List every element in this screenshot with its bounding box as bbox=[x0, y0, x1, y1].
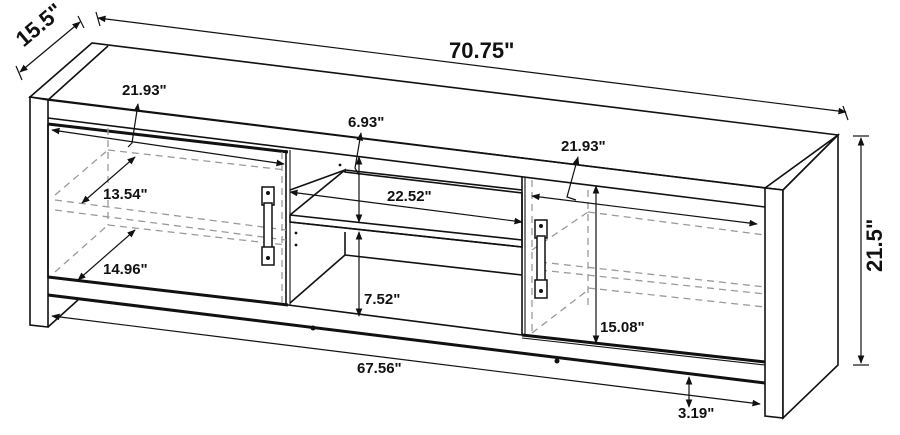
right-door-handle-icon bbox=[534, 219, 548, 299]
overall-height-label: 21.5" bbox=[862, 218, 887, 272]
center-upper-height-label: 6.93" bbox=[348, 114, 385, 131]
left-door bbox=[47, 124, 291, 307]
left-upper-depth-label: 13.54" bbox=[103, 186, 148, 203]
left-side-panel bbox=[29, 96, 79, 328]
right-side-panel bbox=[764, 133, 839, 420]
base-clearance-label: 3.19" bbox=[678, 405, 715, 422]
center-shelf-width-label: 22.52" bbox=[387, 188, 432, 205]
overall-width-label: 70.75" bbox=[449, 38, 515, 63]
right-door bbox=[521, 177, 766, 366]
base-plinth bbox=[47, 293, 766, 385]
left-cabinet-width-label: 21.93" bbox=[122, 82, 167, 99]
base-width-label: 67.56" bbox=[357, 360, 402, 377]
left-door-top-edge bbox=[47, 122, 289, 154]
right-cabinet-height-label: 15.08" bbox=[600, 319, 645, 336]
center-open-shelf bbox=[289, 163, 523, 304]
left-door-handle-icon bbox=[261, 186, 275, 266]
left-lower-depth-label: 14.96" bbox=[103, 261, 148, 278]
center-lower-height-label: 7.52" bbox=[364, 291, 401, 308]
dimension-lines bbox=[15, 11, 869, 408]
top-panel bbox=[28, 42, 841, 191]
right-cabinet-width-label: 21.93" bbox=[561, 138, 606, 155]
